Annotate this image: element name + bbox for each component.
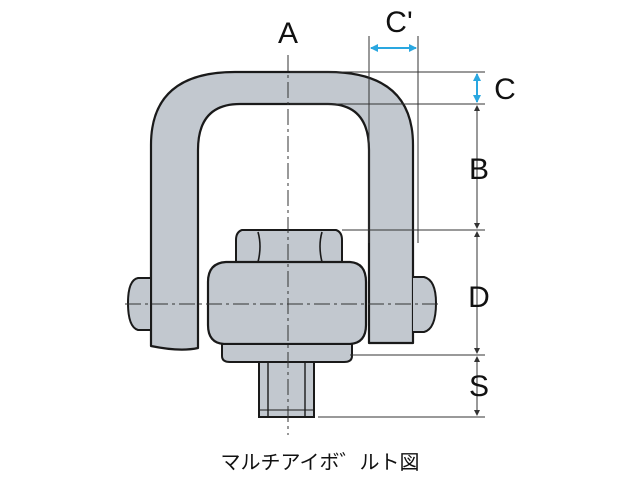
extension-lines: [290, 36, 485, 418]
label-a: A: [277, 17, 299, 50]
label-d: D: [468, 281, 490, 314]
label-c: C: [494, 73, 516, 106]
hex-nut: [235, 229, 343, 263]
flange: [221, 343, 353, 363]
swivel-body: [206, 260, 368, 346]
label-c-prime: C': [385, 6, 413, 39]
label-b: B: [468, 153, 490, 186]
diagram-caption: マルチアイボ゛ルト図: [220, 450, 420, 474]
threaded-shank: [258, 361, 315, 418]
label-s: S: [468, 370, 490, 403]
